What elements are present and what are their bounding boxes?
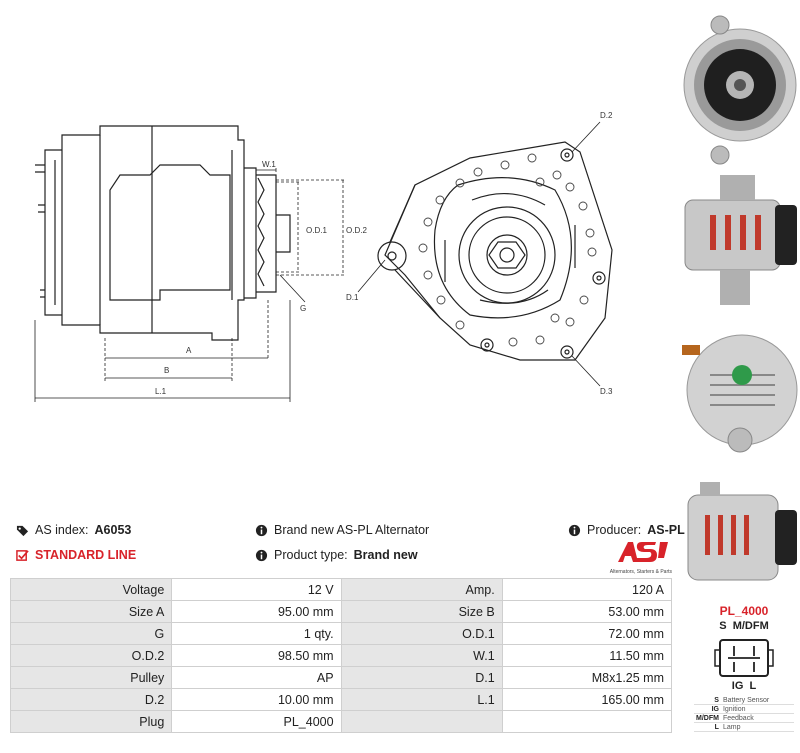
- spec-label: Plug: [9, 710, 173, 733]
- label-d3: D.3: [600, 387, 613, 396]
- spec-value: 53.00 mm: [501, 600, 673, 623]
- producer-row: Producer: AS-PL: [568, 523, 685, 537]
- logo-mark: [618, 542, 668, 562]
- spec-value: AP: [171, 666, 342, 689]
- spec-label: W.1: [340, 644, 503, 667]
- label-od1: O.D.1: [306, 226, 327, 235]
- producer-label: Producer:: [587, 523, 642, 537]
- spec-value: 72.00 mm: [501, 622, 673, 645]
- spec-label: Voltage: [9, 578, 173, 601]
- spec-value: 1 qty.: [171, 622, 342, 645]
- plug-connector-icon: [714, 639, 774, 677]
- logo-tagline: Alternators, Starters & Parts: [609, 569, 672, 575]
- spec-value: M8x1.25 mm: [501, 666, 673, 689]
- photo-angle-view: [687, 482, 797, 581]
- legend-key: M/DFM: [694, 713, 721, 723]
- spec-label: Size B: [340, 600, 503, 623]
- standard-line-row: STANDARD LINE: [16, 548, 136, 562]
- spec-value: 98.50 mm: [171, 644, 342, 667]
- legend-value: Feedback: [720, 713, 794, 723]
- label-l1: L.1: [155, 387, 167, 396]
- spec-label: [340, 710, 503, 733]
- info-icon: [255, 549, 268, 561]
- spec-value: PL_4000: [171, 710, 342, 733]
- spec-label: L.1: [340, 688, 503, 711]
- spec-label: O.D.2: [9, 644, 173, 667]
- label-d1: D.1: [346, 293, 359, 302]
- plug-title: PL_4000: [719, 604, 769, 618]
- spec-value: 10.00 mm: [171, 688, 342, 711]
- checkbox-checked-icon: [16, 549, 29, 561]
- photo-front-view: [683, 15, 797, 165]
- as-index-value: A6053: [94, 523, 132, 537]
- plug-pins-bottom: IG L: [731, 680, 757, 692]
- brand-new-text: Brand new AS-PL Alternator: [274, 523, 430, 537]
- label-g: G: [300, 304, 306, 313]
- legend-value: Lamp: [720, 722, 794, 732]
- photo-side-view: [684, 175, 797, 305]
- spec-value: 12 V: [171, 578, 342, 601]
- info-icon: [568, 524, 581, 536]
- product-type-label: Product type:: [274, 548, 348, 562]
- spec-label: D.2: [9, 688, 173, 711]
- standard-line-label: STANDARD LINE: [35, 548, 137, 562]
- spec-label: Size A: [9, 600, 173, 623]
- label-b: B: [164, 366, 169, 375]
- legend-key: IG: [694, 704, 721, 714]
- photo-rear-view: [682, 334, 798, 453]
- spec-value: 95.00 mm: [171, 600, 342, 623]
- product-type-row: Product type: Brand new: [255, 548, 418, 562]
- spec-label: G: [9, 622, 173, 645]
- legend-key: L: [694, 722, 721, 732]
- spec-label: D.1: [340, 666, 503, 689]
- legend-value: Ignition: [720, 704, 794, 714]
- info-icon: [255, 524, 268, 536]
- as-index-row: AS index: A6053: [16, 523, 131, 537]
- brand-new-row: Brand new AS-PL Alternator: [255, 523, 429, 537]
- spec-value: 165.00 mm: [501, 688, 673, 711]
- spec-label: Amp.: [340, 578, 503, 601]
- product-type-value: Brand new: [353, 548, 418, 562]
- legend-key: S: [694, 696, 721, 705]
- label-d2: D.2: [600, 111, 613, 120]
- as-pl-logo: Alternators, Starters & Parts: [606, 540, 672, 575]
- legend-value: Battery Sensor: [720, 696, 794, 705]
- spec-value: 11.50 mm: [501, 644, 673, 667]
- as-index-label: AS index:: [35, 523, 89, 537]
- label-a: A: [186, 346, 192, 355]
- spec-label: O.D.1: [340, 622, 503, 645]
- spec-value: [501, 710, 673, 733]
- tag-icon: [16, 525, 29, 536]
- producer-value: AS-PL: [647, 523, 685, 537]
- plug-pins-top: S M/DFM: [719, 620, 769, 632]
- product-photos: [680, 0, 800, 600]
- label-od2: O.D.2: [346, 226, 367, 235]
- spec-value: 120 A: [501, 578, 673, 601]
- spec-label: Pulley: [9, 666, 173, 689]
- label-w1: W.1: [262, 160, 276, 169]
- technical-drawing: W.1 O.D.1 O.D.2 G A B L.1 D.1 D.2 D.3: [34, 111, 613, 402]
